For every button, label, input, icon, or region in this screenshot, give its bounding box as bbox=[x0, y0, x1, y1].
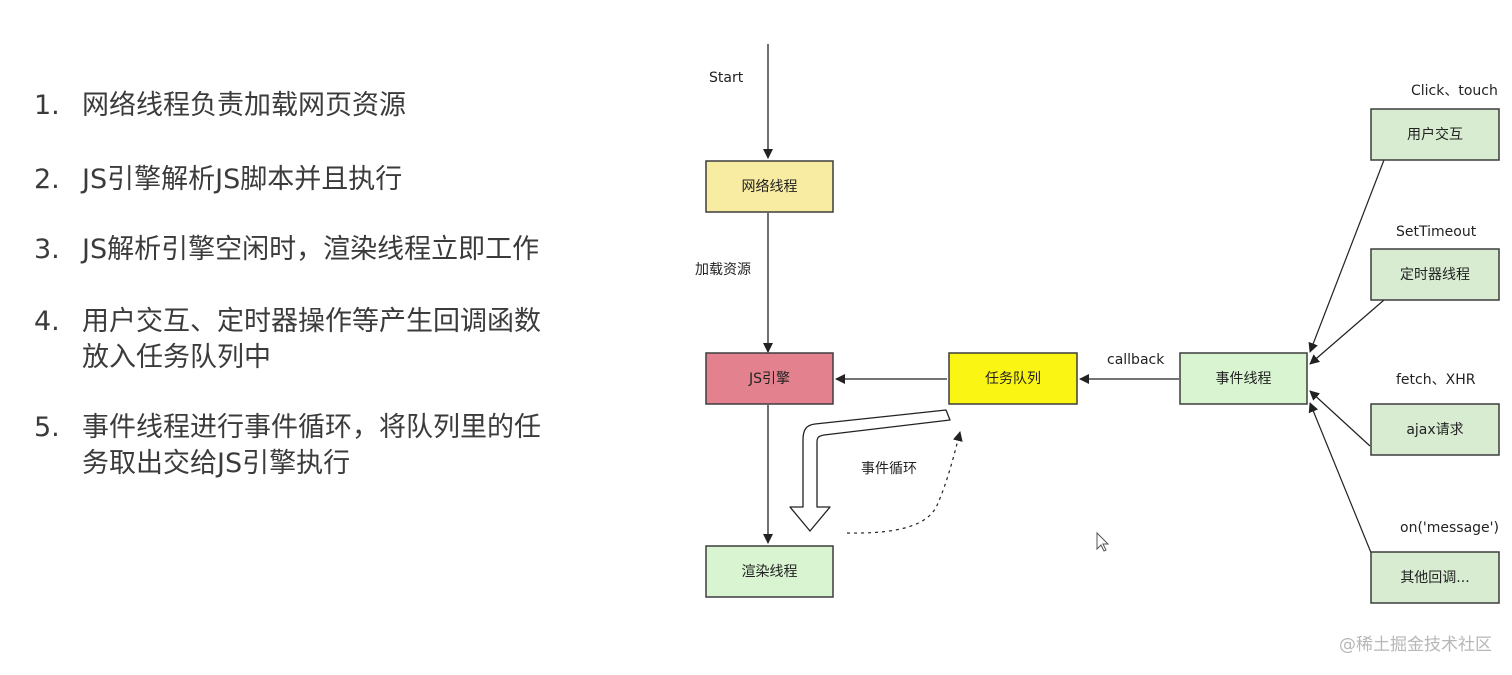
network-thread-label: 网络线程 bbox=[742, 179, 798, 195]
load-resource-label: 加载资源 bbox=[695, 262, 751, 278]
task-queue-box bbox=[948, 352, 1078, 405]
event-loop-label: 事件循环 bbox=[861, 461, 917, 477]
mouse-cursor-icon bbox=[1096, 531, 1110, 552]
event-thread-box bbox=[1179, 352, 1308, 405]
list-text: 事件线程进行事件循环，将队列里的任务取出交给JS引擎执行 bbox=[82, 412, 541, 479]
render-thread-label: 渲染线程 bbox=[742, 564, 798, 580]
network-thread-box bbox=[705, 160, 834, 213]
list-text: 用户交互、定时器操作等产生回调函数放入任务队列中 bbox=[82, 306, 541, 373]
timer-arrow bbox=[1309, 299, 1385, 365]
event-loop-big-arrow bbox=[789, 409, 951, 532]
timer-thread-label: 定时器线程 bbox=[1400, 267, 1470, 283]
user-interaction-source-label: Click、touch bbox=[1411, 83, 1498, 99]
event-thread-label: 事件线程 bbox=[1216, 371, 1272, 387]
ajax-request-box bbox=[1370, 403, 1500, 456]
other-callback-label: 其他回调... bbox=[1400, 570, 1469, 586]
js-engine-label: JS引擎 bbox=[748, 371, 790, 387]
other-arrow bbox=[1308, 402, 1375, 561]
list-text: JS引擎解析JS脚本并且执行 bbox=[82, 164, 403, 195]
timer-source-label: SetTimeout bbox=[1396, 224, 1477, 240]
user-interaction-box bbox=[1370, 108, 1500, 161]
callback-label: callback bbox=[1107, 352, 1165, 368]
js-engine-box bbox=[705, 352, 834, 405]
start-label: Start bbox=[709, 70, 744, 86]
event-loop-dashed-arrow bbox=[846, 431, 963, 534]
watermark: @稀土掘金技术社区 bbox=[1339, 635, 1492, 655]
list-number: 4. bbox=[34, 306, 60, 337]
list-number: 5. bbox=[34, 412, 60, 443]
other-source-label: on('message') bbox=[1400, 520, 1499, 536]
user-interaction-label: 用户交互 bbox=[1407, 126, 1463, 143]
timer-thread-box bbox=[1370, 248, 1500, 301]
list-text: JS解析引擎空闲时，渲染线程立即工作 bbox=[82, 234, 540, 265]
list-text: 网络线程负责加载网页资源 bbox=[82, 90, 406, 121]
ajax-arrow bbox=[1309, 390, 1371, 447]
user-interaction-arrow bbox=[1308, 159, 1385, 353]
ajax-request-label: ajax请求 bbox=[1406, 422, 1463, 438]
list-number: 2. bbox=[34, 164, 60, 195]
render-thread-box bbox=[705, 545, 834, 598]
list-number: 3. bbox=[34, 234, 60, 265]
task-queue-label: 任务队列 bbox=[985, 371, 1041, 387]
ajax-source-label: fetch、XHR bbox=[1396, 372, 1476, 388]
other-callback-box bbox=[1370, 551, 1500, 604]
list-number: 1. bbox=[34, 90, 60, 121]
